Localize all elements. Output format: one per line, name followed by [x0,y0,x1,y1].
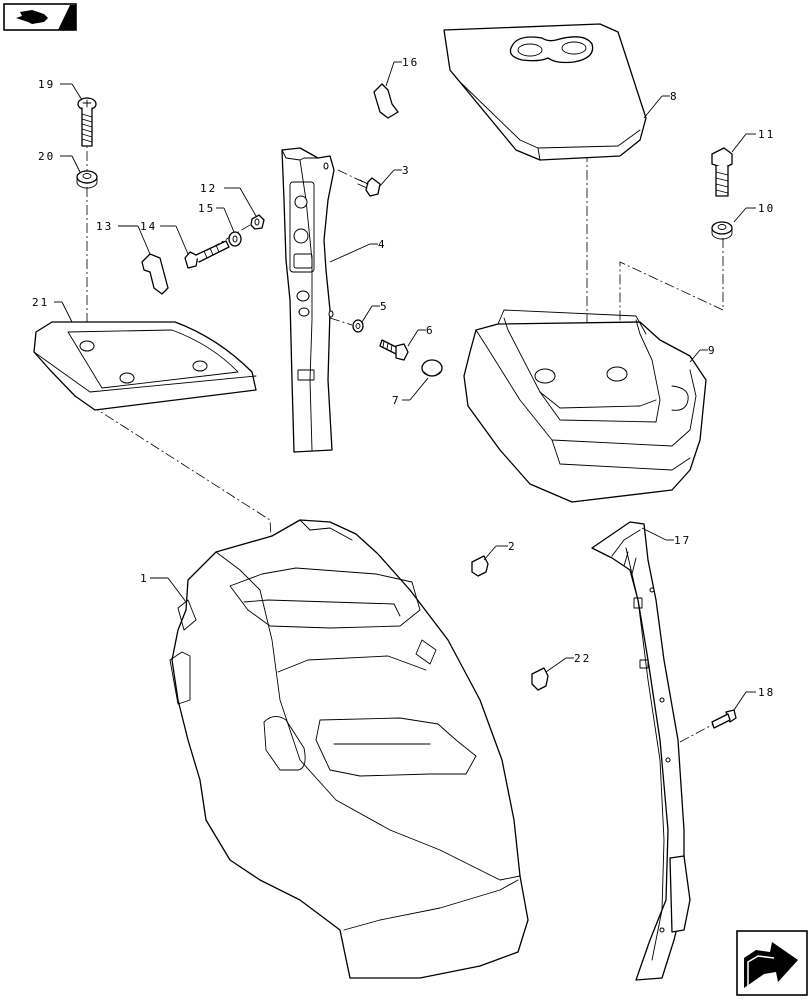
callout-19: 19 [38,78,55,91]
callout-13: 13 [96,220,113,233]
part-14-bolt [184,240,230,269]
part-18-screw [711,709,737,729]
part-4-pillar-panel [281,147,335,453]
part-21-plate [33,321,257,411]
callout-11: 11 [758,128,775,141]
back-button[interactable] [3,3,77,31]
callout-labels: 1 2 3 4 5 6 7 8 9 10 11 12 13 14 15 16 1… [32,56,775,699]
callout-14: 14 [140,220,157,233]
part-3-clip [357,177,381,197]
part-7-cap [421,359,443,377]
part-20-washer [76,170,98,189]
callout-8: 8 [670,90,679,103]
callout-2: 2 [508,540,517,553]
part-13-clip [141,253,169,295]
part-15-washer [228,231,242,247]
callout-21: 21 [32,296,49,309]
callout-17: 17 [674,534,691,547]
next-button[interactable] [736,930,808,996]
callout-10: 10 [758,202,775,215]
callout-1: 1 [140,572,149,585]
part-8-cup-holder-top [443,23,647,161]
part-22-rivet [531,667,549,691]
part-19-screw [77,97,97,147]
part-17-trim-strip [591,521,691,981]
part-10-washer [711,221,733,240]
callout-15: 15 [198,202,215,215]
callout-6: 6 [426,324,435,337]
arrow-back-icon [16,10,48,24]
part-2-rivet [471,555,489,577]
callout-4: 4 [378,238,387,251]
callout-7: 7 [392,394,401,407]
arrow-next-icon [747,955,775,986]
callout-12: 12 [200,182,217,195]
part-12-nut [250,214,265,230]
part-11-bolt [711,147,733,197]
part-16-clip [373,83,399,119]
callout-16: 16 [402,56,419,69]
alignment-lines [86,115,726,743]
part-9-cup-holder-base [463,309,707,503]
callout-3: 3 [402,164,411,177]
callout-9: 9 [708,344,717,357]
part-1-console-housing [169,519,529,979]
callout-22: 22 [574,652,591,665]
callout-5: 5 [380,300,389,313]
part-6-bolt [379,339,409,361]
callout-18: 18 [758,686,775,699]
part-5-washer [352,319,364,333]
callout-leaders [54,61,756,711]
callout-20: 20 [38,150,55,163]
